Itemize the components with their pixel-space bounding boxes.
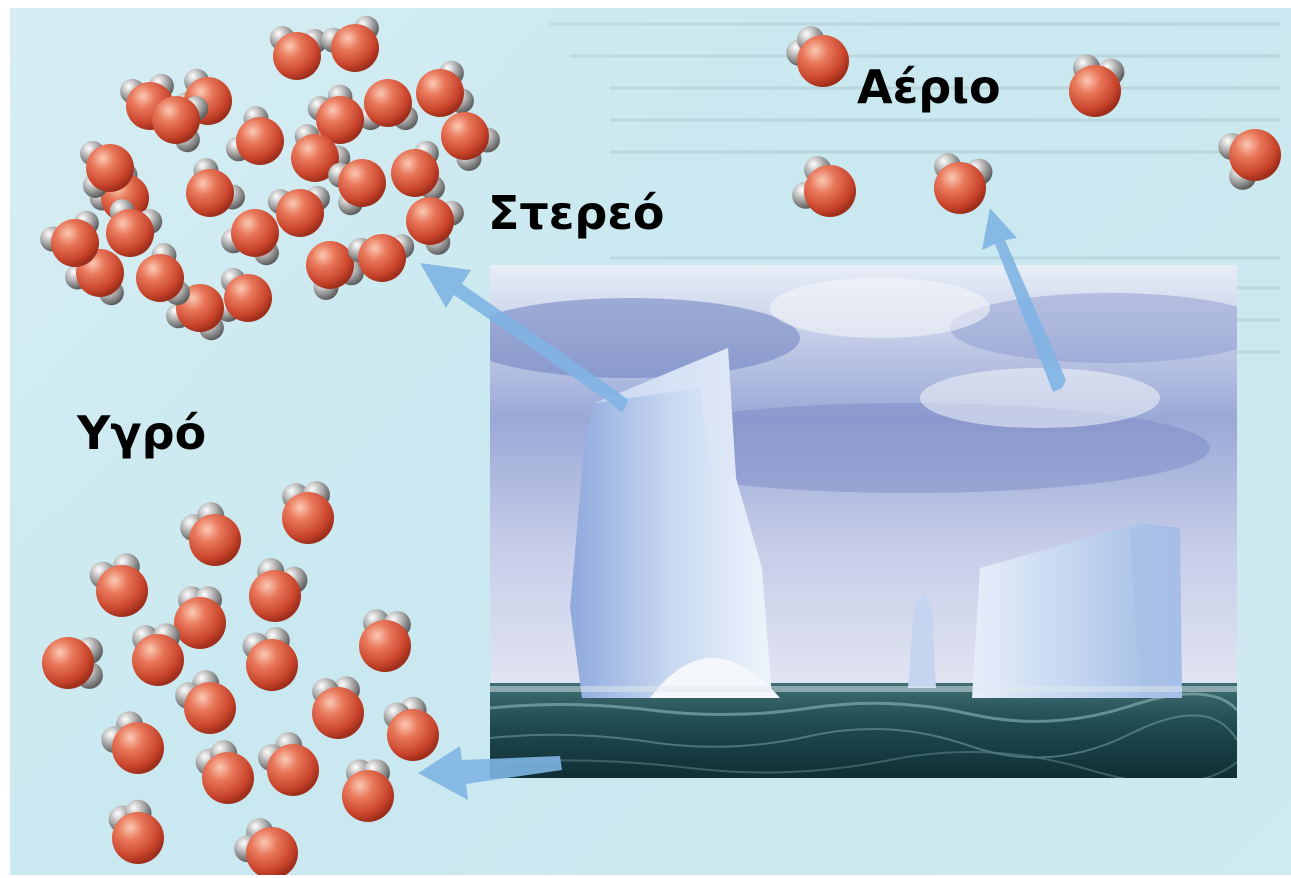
oxygen-atom	[1069, 65, 1121, 117]
oxygen-atom	[202, 752, 254, 804]
oxygen-atom	[231, 209, 279, 257]
oxygen-atom	[224, 274, 272, 322]
water-molecule	[282, 481, 334, 544]
water-molecule	[384, 697, 439, 761]
water-molecule	[934, 153, 992, 214]
water-molecule	[1218, 129, 1281, 190]
oxygen-atom	[267, 744, 319, 796]
oxygen-atom	[112, 722, 164, 774]
oxygen-atom	[136, 254, 184, 302]
water-molecule	[258, 732, 319, 796]
label-liquid: Υγρό	[77, 406, 206, 460]
oxygen-atom	[338, 159, 386, 207]
oxygen-atom	[359, 620, 411, 672]
water-molecule	[359, 609, 411, 672]
oxygen-atom	[364, 79, 412, 127]
water-molecule	[216, 268, 272, 322]
oxygen-atom	[342, 770, 394, 822]
water-molecule	[792, 156, 856, 217]
water-molecule	[109, 800, 164, 864]
oxygen-atom	[441, 112, 489, 160]
water-molecule	[152, 96, 208, 152]
oxygen-atom	[51, 219, 99, 267]
water-molecule	[180, 502, 241, 566]
water-molecule	[186, 158, 245, 217]
water-molecule	[42, 637, 103, 689]
solid-molecules	[40, 16, 500, 340]
water-molecule	[175, 670, 236, 734]
oxygen-atom	[174, 597, 226, 649]
oxygen-atom	[96, 565, 148, 617]
oxygen-atom	[106, 209, 154, 257]
oxygen-atom	[273, 32, 321, 80]
oxygen-atom	[189, 514, 241, 566]
water-molecule	[358, 79, 418, 130]
water-molecule	[406, 197, 464, 255]
water-molecule	[441, 112, 500, 171]
oxygen-atom	[186, 169, 234, 217]
oxygen-atom	[804, 165, 856, 217]
water-molecule	[101, 711, 164, 774]
water-molecule	[1069, 54, 1124, 117]
water-molecule	[328, 159, 386, 215]
iceberg-photo	[460, 265, 1270, 783]
water-molecule	[391, 141, 445, 200]
oxygen-atom	[934, 162, 986, 214]
water-molecule	[243, 627, 298, 691]
oxygen-atom	[306, 241, 354, 289]
oxygen-atom	[312, 687, 364, 739]
water-molecule	[174, 586, 226, 649]
oxygen-atom	[282, 492, 334, 544]
oxygen-atom	[86, 144, 134, 192]
oxygen-atom	[358, 234, 406, 282]
oxygen-atom	[387, 709, 439, 761]
oxygen-atom	[391, 149, 439, 197]
water-molecule	[342, 759, 394, 822]
water-molecule	[270, 26, 327, 80]
oxygen-atom	[797, 35, 849, 87]
oxygen-atom	[246, 639, 298, 691]
water-molecule	[249, 558, 307, 622]
oxygen-atom	[42, 637, 94, 689]
oxygen-atom	[184, 682, 236, 734]
water-molecule	[321, 16, 379, 72]
water-molecule	[40, 211, 99, 267]
oxygen-atom	[132, 634, 184, 686]
water-molecule	[132, 623, 184, 686]
oxygen-atom	[1229, 129, 1281, 181]
oxygen-atom	[276, 189, 324, 237]
water-molecule	[312, 676, 364, 739]
water-molecule	[416, 61, 474, 117]
oxygen-atom	[331, 24, 379, 72]
water-molecule	[786, 26, 849, 87]
water-molecule	[221, 209, 279, 265]
diagram-canvas: Στερεό Αέριο Υγρό	[10, 8, 1291, 875]
oxygen-atom	[152, 96, 200, 144]
oxygen-atom	[236, 117, 284, 165]
water-molecule	[234, 818, 298, 875]
water-molecule	[90, 553, 148, 617]
oxygen-atom	[112, 812, 164, 864]
label-gas: Αέριο	[857, 60, 1001, 114]
water-molecule	[226, 106, 284, 165]
liquid-molecules	[42, 481, 439, 875]
oxygen-atom	[416, 69, 464, 117]
oxygen-atom	[249, 570, 301, 622]
water-molecule	[196, 740, 254, 804]
label-solid: Στερεό	[488, 186, 665, 240]
oxygen-atom	[406, 197, 454, 245]
